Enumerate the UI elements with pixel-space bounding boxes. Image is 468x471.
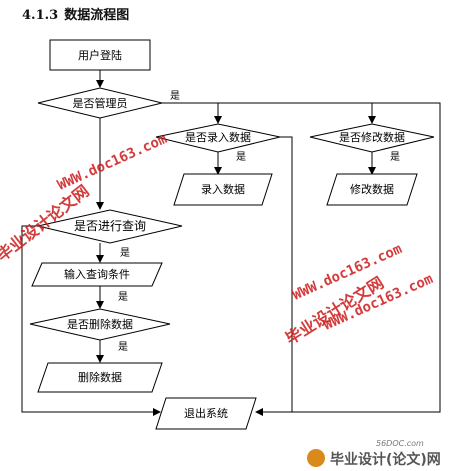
- label-is-enter-data: 是否录入数据: [185, 130, 251, 144]
- node-is-enter-data: [155, 123, 281, 153]
- logo-mark-icon: [307, 449, 325, 467]
- site-logo: 56DOC.com 毕业设计(论文)网: [307, 439, 441, 468]
- watermark-site-1: WWW.doc163.com: [55, 131, 169, 194]
- shapes: [29, 39, 435, 430]
- edge-label-admin-yes: 是: [170, 90, 180, 102]
- edge-label-enter-yes: 是: [236, 151, 246, 163]
- section-heading: 4.1.3 数据流程图: [22, 4, 129, 23]
- label-login: 用户登陆: [78, 48, 122, 62]
- label-is-delete: 是否删除数据: [67, 317, 133, 331]
- edge-label-input-yes: 是: [118, 291, 128, 303]
- label-is-modify-data: 是否修改数据: [339, 130, 405, 144]
- label-delete-data: 删除数据: [78, 370, 122, 384]
- section-number: 4.1.3: [22, 8, 59, 23]
- label-enter-data: 录入数据: [201, 182, 245, 196]
- label-is-admin: 是否管理员: [73, 96, 128, 110]
- edge-query-no-exit: [21, 225, 161, 416]
- node-input-query: [31, 262, 163, 287]
- node-login: [49, 39, 151, 71]
- node-is-query: [37, 209, 183, 244]
- label-exit-system: 退出系统: [184, 406, 228, 420]
- label-is-query: 是否进行查询: [74, 219, 146, 233]
- logo-site: 56DOC.com: [376, 439, 424, 448]
- node-is-admin: [37, 87, 163, 119]
- node-exit-system: [155, 397, 257, 430]
- label-modify-data: 修改数据: [350, 182, 394, 196]
- node-is-delete: [29, 308, 171, 341]
- logo-text: 毕业设计(论文)网: [330, 451, 441, 468]
- node-modify-data: [326, 173, 418, 206]
- node-delete-data: [37, 362, 163, 393]
- node-enter-data: [173, 173, 273, 206]
- edge-label-query-yes: 是: [120, 247, 130, 259]
- edge-label-delete-yes: 是: [118, 341, 128, 353]
- edge-label-modify-yes: 是: [390, 151, 400, 163]
- section-title: 数据流程图: [64, 8, 130, 23]
- node-labels: 用户登陆 是否管理员 是否录入数据 是否修改数据 录入数据 修改数据 是否进行查…: [64, 48, 405, 420]
- edge-admin-no-exit: [162, 102, 441, 416]
- edge-labels: 是 是 是 是 是 是: [118, 90, 400, 353]
- node-is-modify-data: [309, 123, 435, 153]
- connectors: [21, 70, 441, 416]
- edge-enter-no: [280, 136, 293, 412]
- label-input-query: 输入查询条件: [64, 267, 130, 281]
